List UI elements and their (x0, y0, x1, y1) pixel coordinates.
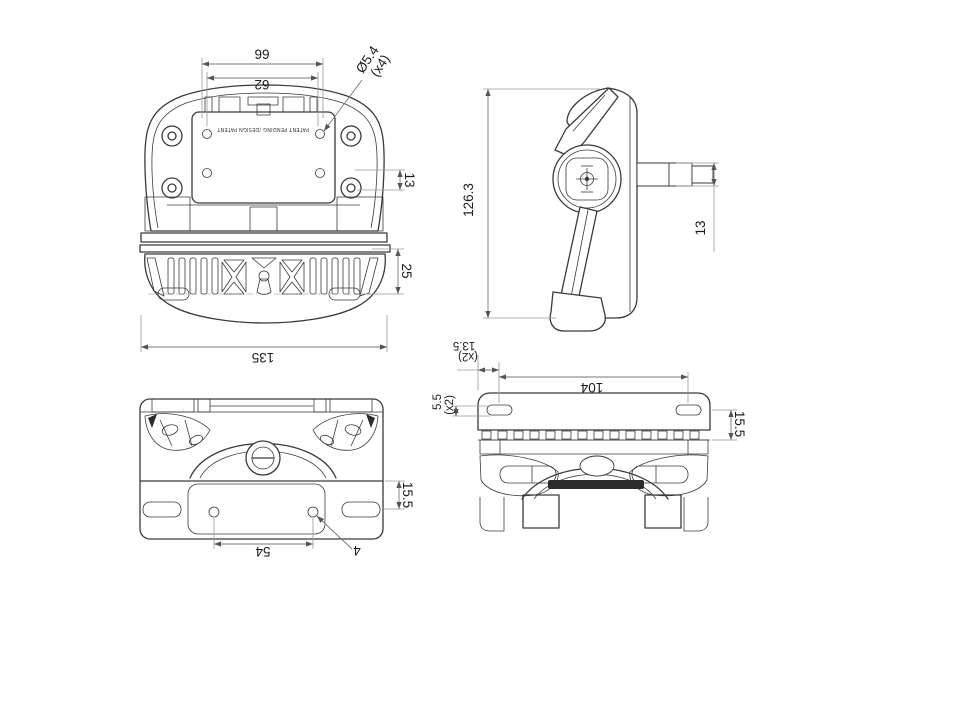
bottom-flange-recess (187, 483, 326, 535)
front-heatsink (139, 244, 391, 324)
bracket-serrations (478, 430, 710, 441)
bottom-view: 15.5 54 4 (139, 398, 415, 559)
keyhole-slot (256, 278, 272, 295)
bottom-left-wing (144, 413, 211, 451)
dim-slot-width-qty: (x2) (444, 395, 456, 415)
heatsink-slots-left (146, 257, 219, 297)
bracket-foot-left (522, 494, 560, 529)
dim-slot-span: 104 (580, 380, 603, 395)
bottom-hole-left (208, 506, 220, 518)
dim-slot-edge-qty: (x2) (458, 350, 478, 362)
heatsink-pattern-center (221, 257, 305, 295)
bracket-plate (477, 392, 711, 431)
side-foot (549, 291, 606, 332)
bottom-slot-left (142, 501, 182, 518)
dim-bracket-flange-height: 15.5 (732, 411, 747, 437)
bottom-slot-right (341, 501, 381, 518)
front-mounting-plate (191, 111, 336, 204)
front-hinge-band (140, 196, 388, 243)
bottom-right-wing (312, 413, 379, 451)
bracket-slot-right (675, 404, 702, 416)
dim-overall-width: 135 (252, 350, 275, 365)
heatsink-slots-right (309, 257, 379, 297)
front-top-tabs (204, 96, 318, 116)
dim-gland-diameter: 13 (693, 220, 708, 235)
pivot-crosshair-icon (576, 165, 598, 193)
dim-hole-row-offset: 13 (402, 172, 417, 187)
bottom-hole-right (307, 506, 319, 518)
patent-label: PATENT PENDING /DESIGN PATENT (216, 126, 309, 132)
bottom-top-tabs (151, 398, 373, 413)
dim-flange-offset: 15.5 (400, 482, 415, 508)
dim-hole-span: 54 (255, 544, 271, 559)
front-housing-inner-contour (151, 92, 378, 229)
dim-inner-hole-span: 62 (254, 77, 269, 92)
dim-heatsink-depth: 25 (399, 263, 414, 278)
cable-gland (636, 162, 714, 187)
dim-overall-height: 126.3 (461, 183, 476, 217)
dim-slot-edge-offset: 13.5 (453, 339, 475, 351)
bracket-view: (x2) 13.5 104 5.5 (x2) 15.5 (432, 339, 747, 532)
bracket-dimensions: (x2) 13.5 104 5.5 (x2) 15.5 (432, 339, 747, 441)
side-view: 126.3 13 (461, 87, 719, 332)
bracket-slot-left (486, 404, 513, 416)
bottom-body-outline (139, 398, 384, 540)
dim-outer-hole-span: 99 (254, 47, 269, 62)
pivot-knob (552, 144, 622, 214)
front-corner-screws (161, 125, 362, 199)
dim-hole-diameter: 4 (353, 543, 361, 558)
bracket-apex-boss (579, 455, 615, 477)
dim-slot-width: 5.5 (432, 394, 444, 410)
side-dimensions: 126.3 13 (461, 88, 719, 319)
bottom-center-screw (245, 440, 281, 476)
dim-hole-callout: Ø5.4 (x4) (353, 43, 393, 80)
bracket-body (479, 439, 709, 532)
bottom-dimensions: 15.5 54 4 (213, 480, 415, 559)
front-view: PATENT PENDING /DESIGN PATENT (139, 43, 417, 365)
bracket-foot-right (644, 494, 682, 529)
front-mounting-holes (202, 129, 325, 178)
front-dimensions: 99 62 Ø5.4 (x4) 13 25 135 (140, 43, 417, 365)
brand-label-strip (548, 480, 644, 489)
front-housing-outline (144, 84, 385, 232)
